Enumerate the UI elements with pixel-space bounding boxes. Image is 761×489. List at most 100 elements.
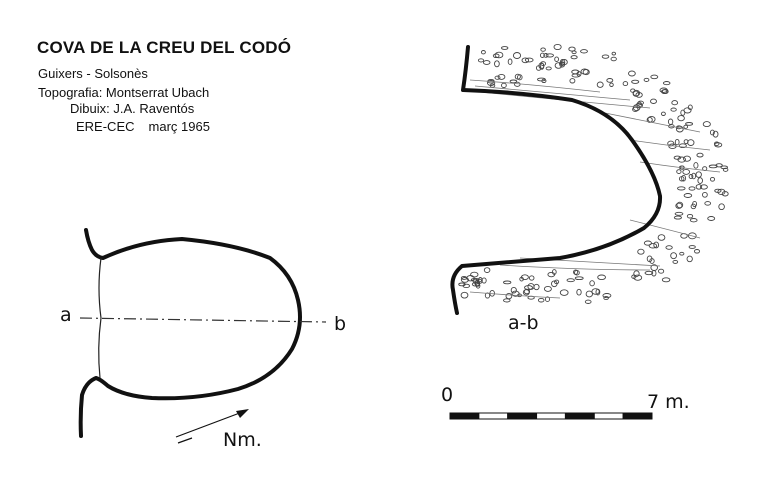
pebble-mark — [574, 276, 584, 281]
pebble-mark — [480, 50, 486, 55]
pebble-mark — [580, 68, 589, 75]
pebble-mark — [657, 234, 666, 241]
pebble-mark — [507, 58, 513, 65]
pebble-mark — [609, 82, 614, 87]
pebble-mark — [584, 299, 592, 304]
pebble-mark — [521, 57, 530, 64]
pebble-mark — [670, 107, 677, 112]
pebble-mark — [631, 79, 640, 84]
pebble-mark — [686, 213, 694, 219]
pebble-mark — [611, 51, 617, 56]
section-wall-outline — [450, 45, 663, 315]
pebble-mark — [670, 252, 677, 260]
pebble-mark — [632, 90, 640, 97]
scale-segment — [593, 412, 624, 420]
pebble-mark — [522, 289, 530, 296]
pebble-mark — [462, 283, 471, 289]
pebble-mark — [662, 81, 671, 86]
pebble-mark — [685, 122, 694, 126]
pebble-mark — [704, 201, 712, 206]
pebble-mark — [580, 49, 588, 54]
scale-segment — [536, 412, 566, 420]
pebble-mark — [540, 47, 546, 52]
pebble-mark — [503, 280, 512, 285]
scale-segment — [622, 412, 653, 420]
pebble-mark — [574, 269, 580, 276]
pebble-mark — [477, 58, 485, 63]
pebble-mark — [505, 292, 513, 300]
pebble-mark — [545, 66, 552, 71]
pebble-mark — [709, 129, 715, 136]
strata-lines — [469, 79, 721, 299]
plan-entrance-line — [98, 257, 102, 379]
pebble-mark — [667, 118, 674, 125]
pebble-mark — [483, 267, 491, 273]
pebble-mark — [503, 298, 511, 303]
pebble-mark — [501, 82, 507, 89]
pebble-mark — [460, 291, 469, 299]
pebble-mark — [676, 169, 682, 174]
pebble-mark — [688, 174, 694, 179]
pebble-mark — [661, 89, 668, 94]
pebble-mark — [533, 283, 540, 291]
pebble-mark — [606, 78, 614, 83]
pebble-mark — [713, 141, 720, 147]
pebble-mark — [673, 155, 682, 160]
pebble-mark — [668, 124, 675, 129]
pebble-mark — [545, 53, 554, 58]
pebble-mark — [559, 62, 566, 68]
pebble-mark — [688, 245, 696, 249]
pebble-mark — [514, 81, 521, 87]
pebble-mark — [718, 203, 725, 211]
pebble-mark — [702, 191, 708, 198]
pebble-mark — [633, 270, 640, 278]
pebble-mark — [695, 184, 703, 190]
rock-fill-texture — [458, 43, 729, 304]
scale-bar: 0 7 m. — [441, 384, 690, 420]
scale-segment — [564, 412, 595, 420]
pebble-mark — [596, 81, 604, 88]
pebble-mark — [671, 100, 679, 106]
scale-segment — [449, 412, 480, 420]
pebble-mark — [646, 116, 653, 123]
pebble-mark — [597, 274, 606, 281]
location-label: Guixers - Solsonès — [38, 66, 148, 81]
pebble-mark — [660, 111, 666, 116]
pebble-mark — [486, 80, 496, 86]
scale-start-label: 0 — [441, 384, 453, 406]
pebble-mark — [650, 74, 659, 80]
pebble-mark — [570, 55, 578, 60]
pebble-mark — [471, 282, 480, 287]
pebble-mark — [679, 251, 685, 256]
pebble-mark — [683, 155, 691, 162]
pebble-mark — [543, 285, 552, 292]
pebble-mark — [585, 290, 593, 298]
pebble-mark — [524, 57, 534, 63]
pebble-mark — [509, 79, 518, 84]
pebble-mark — [528, 275, 535, 281]
pebble-mark — [682, 168, 691, 175]
pebble-mark — [675, 125, 684, 133]
pebble-mark — [687, 104, 693, 111]
pebble-mark — [688, 186, 696, 191]
pebble-mark — [569, 78, 576, 84]
pebble-mark — [646, 255, 653, 263]
pebble-mark — [571, 50, 577, 55]
pebble-mark — [622, 81, 629, 87]
pebble-mark — [650, 98, 657, 104]
pebble-mark — [501, 46, 509, 50]
scale-end-label: 7 m. — [647, 391, 690, 413]
pebble-mark — [658, 268, 665, 274]
plan-section-line — [79, 317, 327, 323]
pebble-mark — [494, 75, 501, 80]
pebble-mark — [691, 172, 697, 180]
pebble-mark — [539, 52, 545, 58]
plan-view: a b Nm. — [60, 228, 346, 451]
pebble-mark — [661, 277, 671, 283]
pebble-mark — [683, 193, 693, 198]
pebble-mark — [702, 121, 711, 128]
north-arrow-icon — [175, 409, 249, 444]
pebble-mark — [644, 270, 654, 276]
pebble-mark — [687, 232, 697, 240]
